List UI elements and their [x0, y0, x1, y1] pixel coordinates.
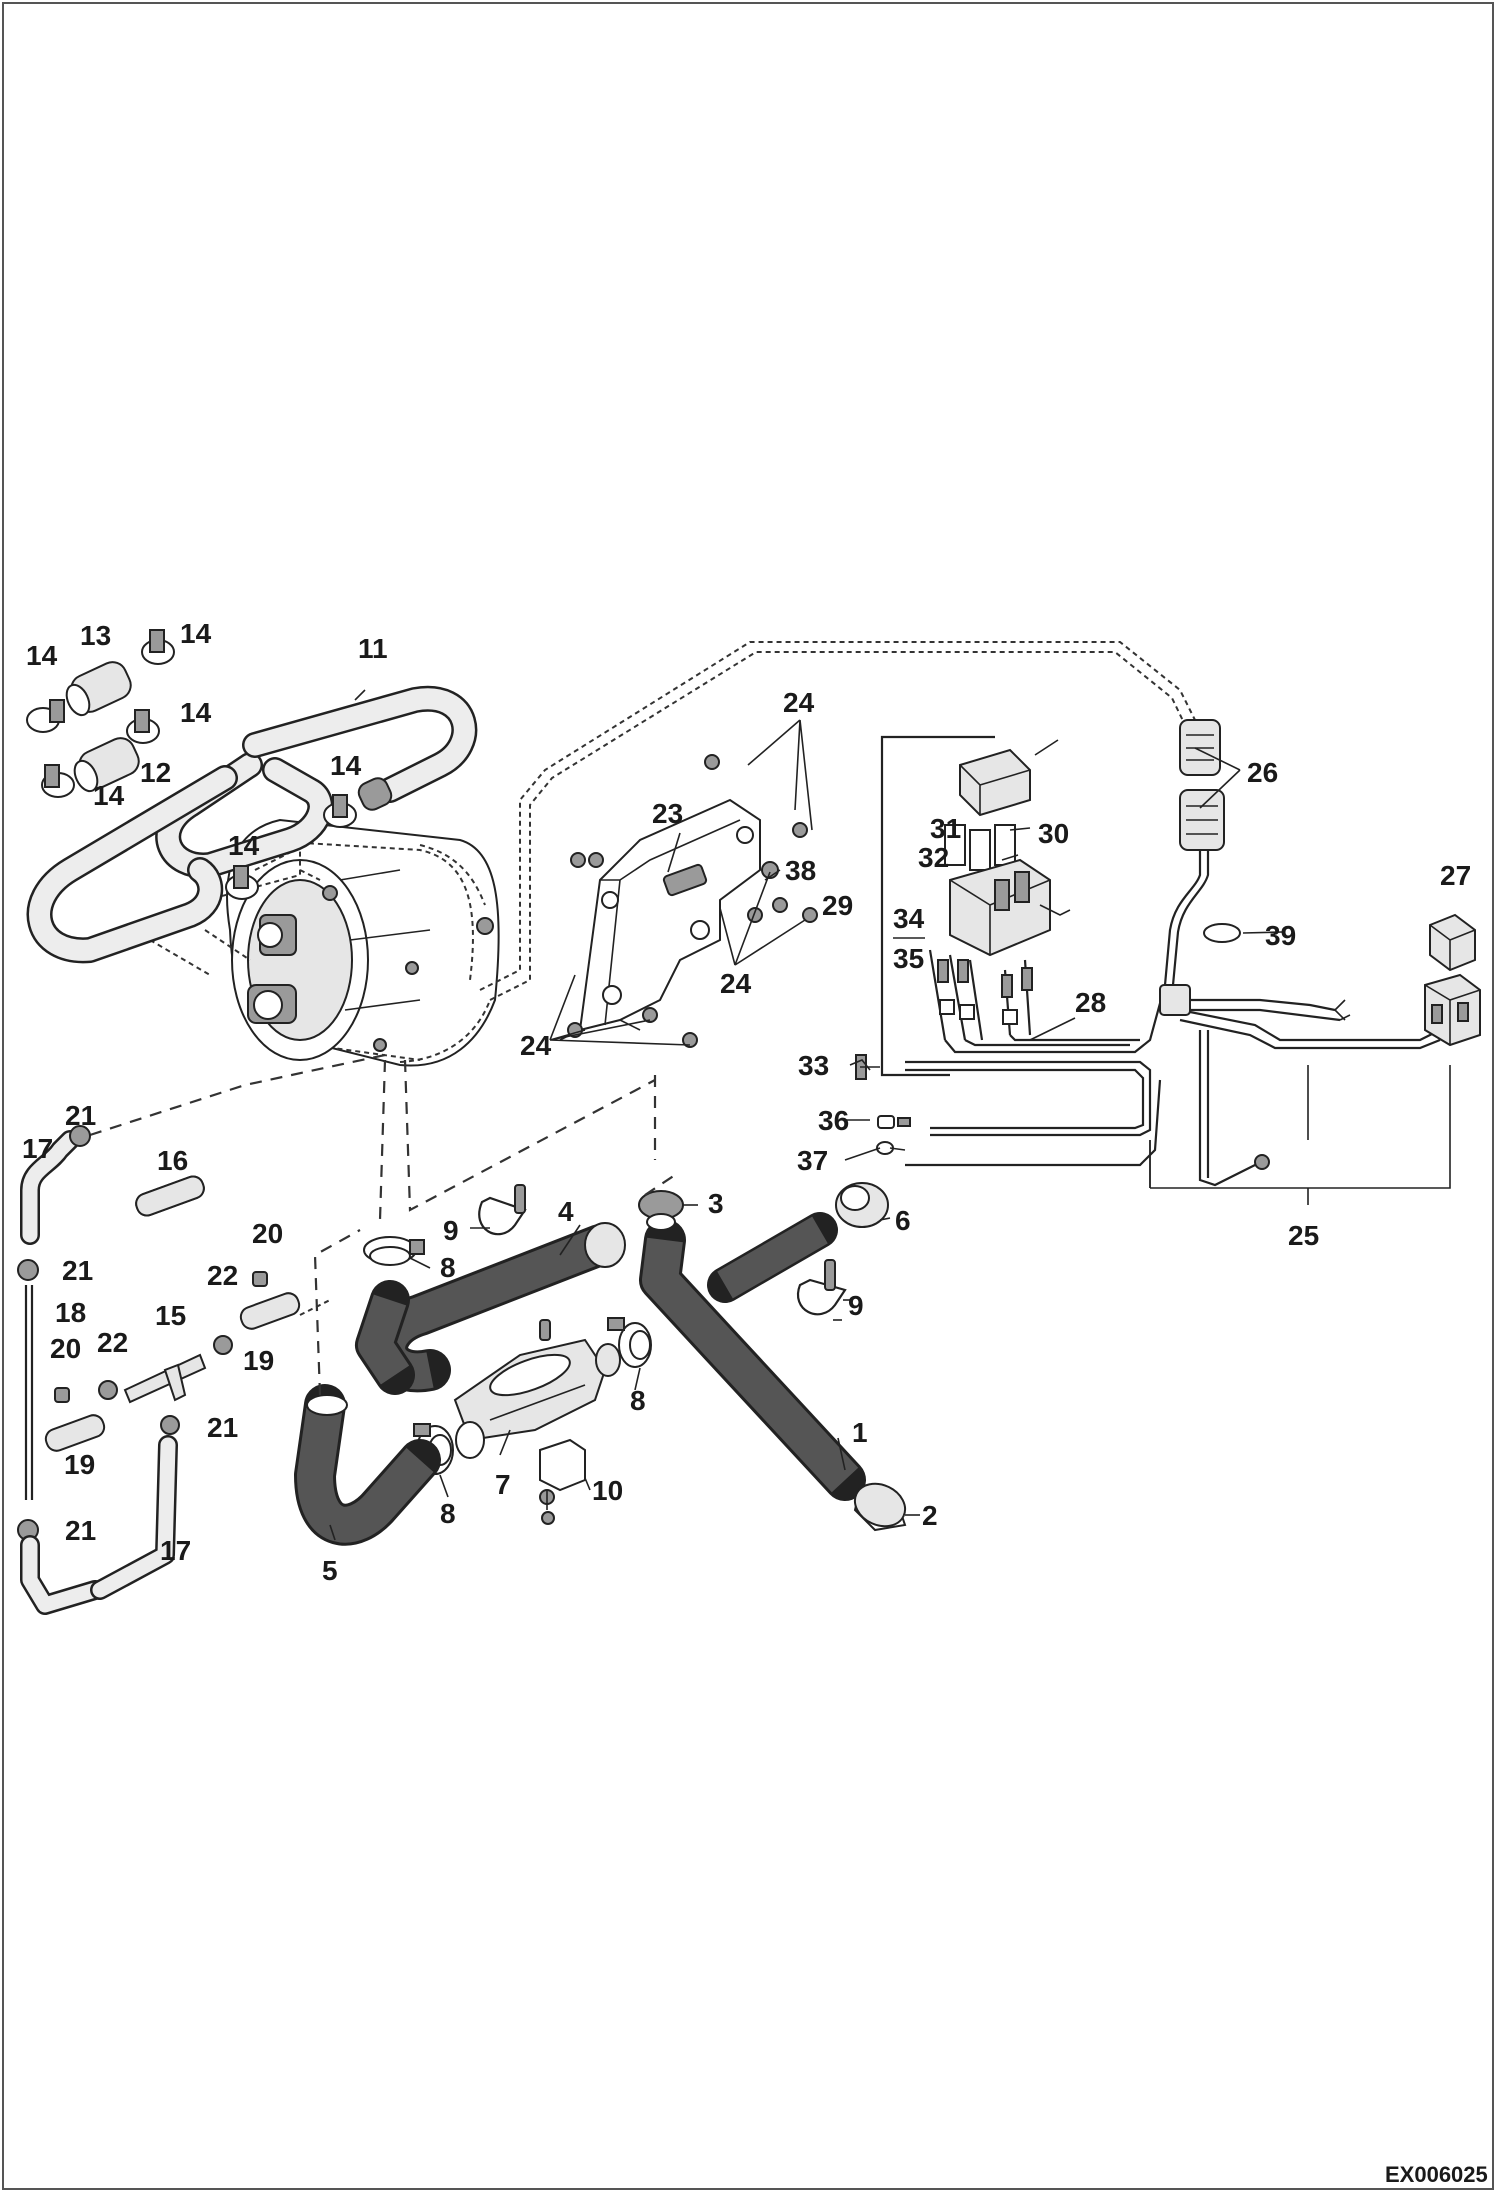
callout-19-b: 19 — [64, 1449, 95, 1480]
callout-24-a: 24 — [783, 687, 815, 718]
callout-18: 18 — [55, 1297, 86, 1328]
callout-10: 10 — [592, 1475, 623, 1506]
callout-30: 30 — [1038, 818, 1069, 849]
callout-12: 12 — [140, 757, 171, 788]
callout-6: 6 — [895, 1205, 911, 1236]
callout-8-lower: 8 — [440, 1498, 456, 1529]
fuel-hose-16 — [135, 1175, 205, 1217]
air-duct-1 — [639, 1219, 866, 1501]
callout-5: 5 — [322, 1555, 338, 1586]
duct-cap-3 — [638, 1190, 684, 1231]
callout-37: 37 — [797, 1145, 828, 1176]
callout-39: 39 — [1265, 920, 1296, 951]
drawing-code: EX006025 — [1385, 2162, 1488, 2187]
callout-9-right: 9 — [848, 1290, 864, 1321]
callout-29: 29 — [822, 890, 853, 921]
callout-20-a: 20 — [252, 1218, 283, 1249]
heater-unit — [149, 818, 500, 1067]
callout-21-a: 21 — [65, 1100, 96, 1131]
callout-7: 7 — [495, 1469, 511, 1500]
coolant-hose-11 — [26, 685, 478, 964]
callout-32: 32 — [918, 842, 949, 873]
callout-14-e: 14 — [330, 750, 362, 781]
air-duct-5 — [294, 1384, 441, 1546]
callout-14-f: 14 — [228, 830, 260, 861]
callout-14-b: 14 — [180, 618, 212, 649]
callout-22-b: 22 — [97, 1327, 128, 1358]
callout-4: 4 — [558, 1196, 574, 1227]
callout-21-c: 21 — [207, 1412, 238, 1443]
callout-15: 15 — [155, 1300, 186, 1331]
callout-8-right: 8 — [630, 1385, 646, 1416]
grommet-39 — [1203, 923, 1241, 943]
clamp-9-right — [797, 1259, 847, 1316]
hose-fitting-12 — [73, 737, 140, 793]
relay-box-group-29 — [880, 735, 1071, 1077]
callout-9-left: 9 — [443, 1215, 459, 1246]
callout-14-d: 14 — [93, 780, 125, 811]
callout-17-bottom: 17 — [160, 1535, 191, 1566]
callout-19-a: 19 — [243, 1345, 274, 1376]
callout-labels: 1 2 3 4 5 6 7 8 8 8 9 9 10 11 12 13 14 1… — [22, 618, 1471, 1586]
callout-13: 13 — [80, 620, 111, 651]
relay-27 — [1424, 913, 1481, 1047]
clamp-9-left — [478, 1184, 527, 1236]
callout-24-c: 24 — [520, 1030, 552, 1061]
clamp-8-top — [363, 1236, 425, 1266]
callout-23: 23 — [652, 798, 683, 829]
callout-26: 26 — [1247, 757, 1278, 788]
assembly-routes-dashed — [89, 1053, 676, 1396]
connectors-26 — [1163, 719, 1225, 986]
callout-14-a: 14 — [26, 640, 58, 671]
callout-20-b: 20 — [50, 1333, 81, 1364]
callout-31: 31 — [930, 813, 961, 844]
callout-16: 16 — [157, 1145, 188, 1176]
callout-14-c: 14 — [180, 697, 212, 728]
callout-24-b: 24 — [720, 968, 752, 999]
callout-21-b: 21 — [62, 1255, 93, 1286]
callout-33: 33 — [798, 1050, 829, 1081]
callout-36: 36 — [818, 1105, 849, 1136]
callout-22-a: 22 — [207, 1260, 238, 1291]
callout-27: 27 — [1440, 860, 1471, 891]
callout-8-top: 8 — [440, 1252, 456, 1283]
hose-clamps-14 — [26, 629, 357, 900]
callout-35: 35 — [893, 943, 924, 974]
leader-lines — [329, 689, 1451, 1541]
wiring-harness-25-28 — [905, 984, 1441, 1187]
mounting-bracket-23 — [559, 754, 818, 1048]
duct-end-2 — [853, 1482, 907, 1532]
duct-section-6 — [707, 1182, 889, 1303]
connectors-33-36-37 — [849, 1054, 911, 1155]
callout-1: 1 — [852, 1417, 868, 1448]
callout-17-top: 17 — [22, 1133, 53, 1164]
callout-25: 25 — [1288, 1220, 1319, 1251]
callout-2: 2 — [922, 1500, 938, 1531]
mount-bracket-10 — [539, 1438, 586, 1525]
callout-3: 3 — [708, 1188, 724, 1219]
callout-38: 38 — [785, 855, 816, 886]
harness-route-dashed — [479, 641, 1196, 1001]
silencer-7 — [453, 1319, 621, 1459]
callout-28: 28 — [1075, 987, 1106, 1018]
callout-34: 34 — [893, 903, 925, 934]
callout-11: 11 — [358, 633, 388, 664]
hose-fitting-13 — [65, 661, 132, 717]
air-duct-connector — [355, 1280, 415, 1395]
callout-21-d: 21 — [65, 1515, 96, 1546]
clamp-8-right — [607, 1317, 652, 1368]
